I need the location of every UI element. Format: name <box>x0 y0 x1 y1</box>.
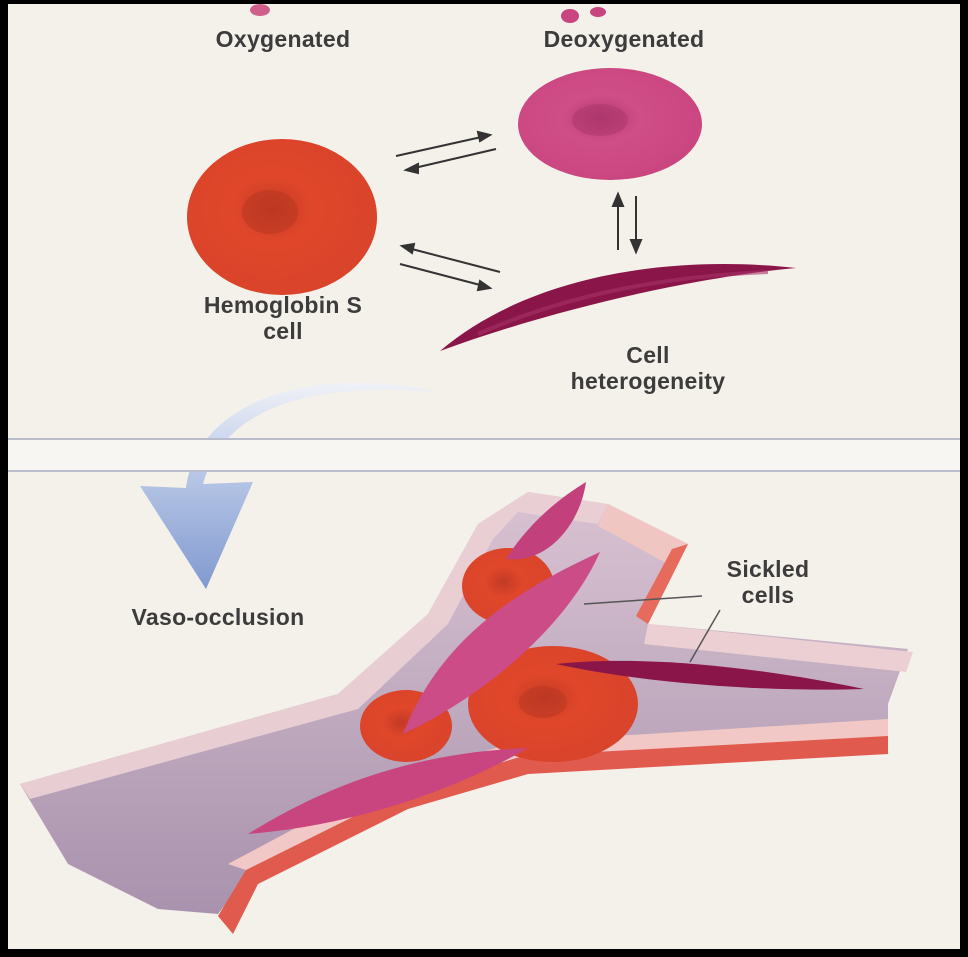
oxygenated-cell-fragment <box>250 4 270 16</box>
vaso-occlusion-label: Vaso-occlusion <box>68 604 368 630</box>
oxygenated-label: Oxygenated <box>168 26 398 52</box>
equilibrium-arrows-vertical <box>613 194 641 252</box>
equilibrium-arrows-lower <box>400 244 500 290</box>
deoxygenated-cell-fragment-a <box>561 9 579 23</box>
deoxygenated-cell <box>518 68 702 180</box>
sickled-cells-label-line2: cells <box>688 582 848 608</box>
sickle-cell <box>440 264 796 351</box>
cell-heterogeneity-label-line1: Cell <box>548 342 748 368</box>
section-divider <box>8 438 960 472</box>
hemoglobin-s-label-line2: cell <box>138 318 428 344</box>
vaso-occlusion-arrow <box>140 383 438 589</box>
cell-heterogeneity-label: Cell heterogeneity <box>548 342 748 394</box>
hemoglobin-s-cell <box>187 139 377 295</box>
deoxygenated-label: Deoxygenated <box>484 26 764 52</box>
figure-frame: Oxygenated Deoxygenated Hemoglobin S cel… <box>8 4 960 949</box>
cell-heterogeneity-label-line2: heterogeneity <box>548 368 748 394</box>
sickled-cells-label-line1: Sickled <box>688 556 848 582</box>
deoxygenated-cell-fragment-b <box>590 7 606 17</box>
hemoglobin-s-label: Hemoglobin S cell <box>138 292 428 344</box>
equilibrium-arrows-top <box>396 132 496 173</box>
diagram-canvas <box>8 4 960 949</box>
sickled-cells-label: Sickled cells <box>688 556 848 608</box>
hemoglobin-s-label-line1: Hemoglobin S <box>138 292 428 318</box>
